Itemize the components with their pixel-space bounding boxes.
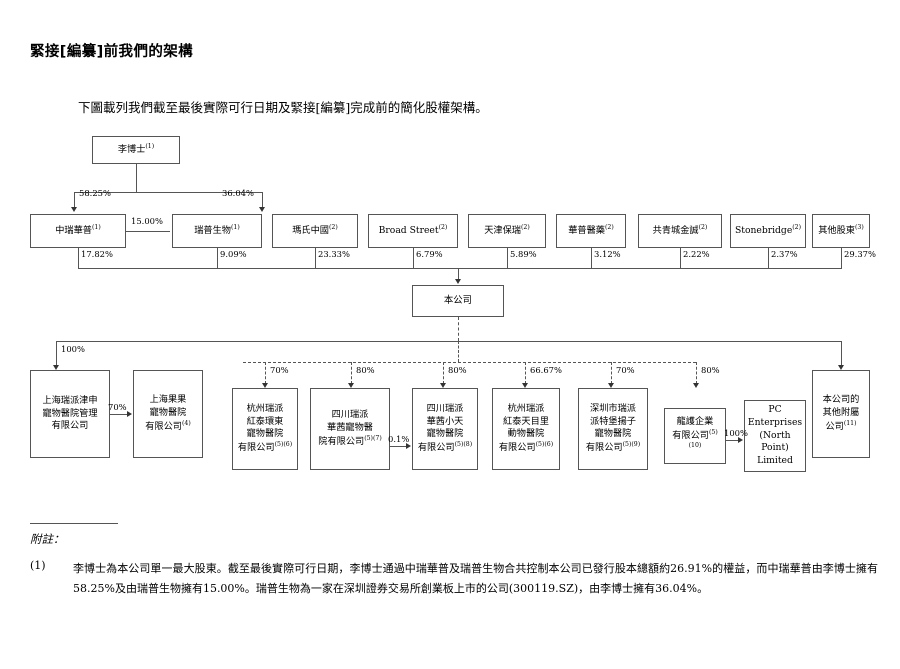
node-subsidiary-3: 四川瑞派 華茜寵物醫 院有限公司(5)(7) [310,388,390,470]
pct-sh-8: 29.37% [844,249,876,259]
edge-rpsw-zrhp [126,231,170,232]
node-shareholder-4: 天津保瑞(2) [468,214,546,248]
pct-sub-2: 70% [270,365,289,375]
stem-sh-4 [507,248,508,268]
pct-rpsw-zrhp: 15.00% [131,216,163,226]
dashed-leg-sub3 [351,362,352,384]
node-shareholder-8: 其他股東(3) [812,214,870,248]
node-shareholder-1: 瑞普生物(1) [172,214,262,248]
dist-bus-dashed [243,362,696,363]
edge-to-zrhp [74,192,75,209]
stem-into-company [458,268,459,280]
stem-sh-3 [413,248,414,268]
arrowhead-into-company [454,279,461,284]
pct-controller-zrhp: 58.25% [79,188,111,198]
arrowhead-to-rpsw [258,207,265,212]
page-title: 緊接[編纂]前我們的架構 [30,44,194,60]
node-shareholder-3: Broad Street(2) [368,214,458,248]
notes-divider [30,523,118,524]
arrowhead-sub0 [52,365,59,370]
pct-sub7-sub8: 100% [724,428,748,438]
pct-sh-3: 6.79% [416,249,443,259]
node-shareholder-5: 華普醫藥(2) [556,214,626,248]
node-subsidiary-0-label: 上海瑞派津申 寵物醫院管理 有限公司 [42,394,98,432]
node-subsidiary-6: 深圳市瑞派 派特堡揚子 寵物醫院 有限公司(5)(9) [578,388,648,470]
arrowhead-sub7 [692,383,699,388]
notes-label: 附註： [30,532,65,546]
node-subsidiary-0: 上海瑞派津申 寵物醫院管理 有限公司 [30,370,110,458]
dist-leg-other [841,341,842,366]
dashed-leg-sub7 [696,362,697,384]
arrowhead-sub3-sub4 [406,442,411,449]
edge-sub0-sub1 [110,414,128,415]
edge-to-rpsw [262,192,263,209]
pct-sub-6: 70% [616,365,635,375]
stem-sh-0 [78,248,79,268]
stem-sh-2 [315,248,316,268]
pct-sub0-sub1: 70% [108,402,127,412]
dist-leg-sub0 [56,341,57,366]
pct-sh-1: 9.09% [220,249,247,259]
dist-bus-left [56,341,459,342]
node-controller: 李博士(1) [92,136,180,164]
stem-sh-6 [680,248,681,268]
pct-sh-7: 2.37% [771,249,798,259]
arrowhead-sub5 [521,383,528,388]
node-subsidiary-8: PC Enterprises (North Point) Limited [744,400,806,472]
arrowhead-sub4 [439,383,446,388]
pct-sh-4: 5.89% [510,249,537,259]
pct-sh-5: 3.12% [594,249,621,259]
node-subsidiary-4: 四川瑞派 華茜小天 寵物醫院 有限公司(5)(8) [412,388,478,470]
pct-sh-0: 17.82% [81,249,113,259]
arrowhead-sub0-sub1 [127,410,132,417]
pct-sh-2: 23.33% [318,249,350,259]
pct-sub-7: 80% [701,365,720,375]
dist-bus-right [458,341,842,342]
note-number-1: (1) [30,559,46,572]
dist-bus-dashed-riser [458,341,459,362]
intro-paragraph: 下圖載列我們截至最後實際可行日期及緊接[編纂]完成前的簡化股權架構。 [78,100,488,115]
dashed-leg-sub4 [443,362,444,384]
node-subsidiary-2: 杭州瑞派 紅泰環東 寵物醫院 有限公司(5)(6) [232,388,298,470]
node-subsidiary-1: 上海果果 寵物醫院 有限公司(4) [133,370,203,458]
edge-controller-stem [136,164,137,192]
pct-sub3-sub4: 0.1% [388,434,410,444]
node-subsidiary-7: 龍護企業 有限公司(5)(10) [664,408,726,464]
dashed-leg-sub2 [265,362,266,384]
company-dashed-stem [458,317,459,341]
pct-sh-6: 2.22% [683,249,710,259]
edge-controller-bus [74,192,262,193]
node-shareholder-6: 共青城金誠(2) [638,214,722,248]
node-shareholder-2: 瑪氏中國(2) [272,214,358,248]
arrowhead-sub7-sub8 [738,436,743,443]
pct-sub-4: 80% [448,365,467,375]
stem-sh-8 [841,248,842,268]
node-company: 本公司 [412,285,504,317]
node-subsidiary-5: 杭州瑞派 紅泰天目里 動物醫院 有限公司(5)(6) [492,388,560,470]
pct-sub-5: 66.67% [530,365,562,375]
pct-controller-rpsw: 36.04% [222,188,254,198]
stem-sh-5 [591,248,592,268]
node-subsidiary-9: 本公司的 其他附屬 公司(11) [812,370,870,458]
dashed-leg-sub6 [611,362,612,384]
dashed-leg-sub5 [525,362,526,384]
arrowhead-sub6 [607,383,614,388]
arrowhead-sub2 [261,383,268,388]
stem-sh-7 [768,248,769,268]
node-shareholder-0: 中瑞華普(1) [30,214,126,248]
bus-to-company [78,268,842,269]
edge-sub7-sub8 [726,440,739,441]
note-text-1: 李博士為本公司單一最大股東。截至最後實際可行日期，李博士通過中瑞華普及瑞普生物合… [73,562,878,596]
arrowhead-sub3 [347,383,354,388]
arrowhead-to-zrhp [70,207,77,212]
edge-sub3-sub4 [390,446,407,447]
arrowhead-other-subs [837,365,844,370]
pct-sub-0: 100% [61,344,85,354]
node-shareholder-7: Stonebridge(2) [730,214,806,248]
pct-sub-3: 80% [356,365,375,375]
stem-sh-1 [217,248,218,268]
